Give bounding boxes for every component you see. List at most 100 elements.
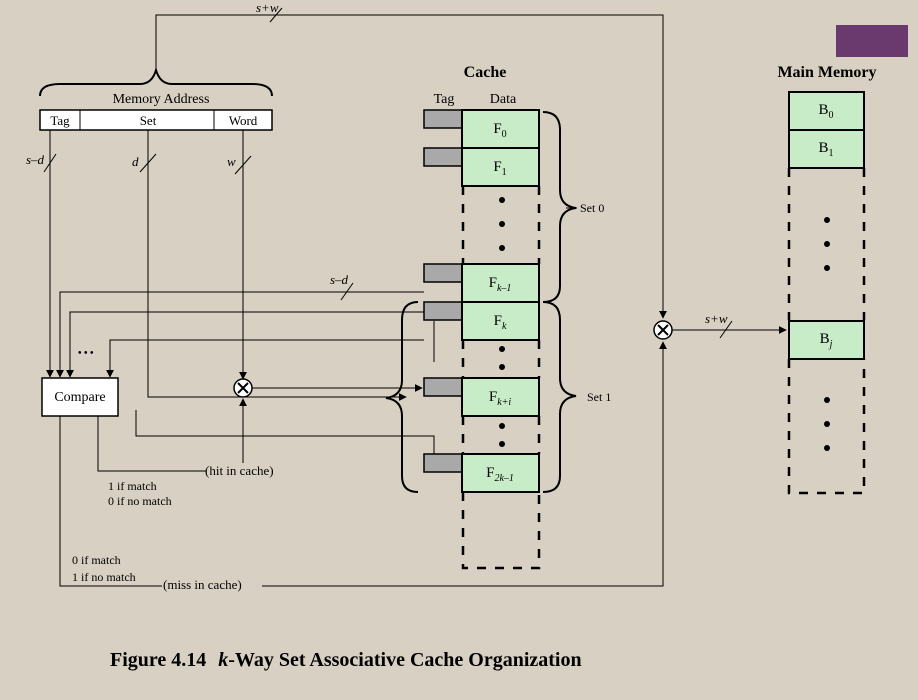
cache-dot-2: [499, 221, 505, 227]
cache-dot-1: [499, 197, 505, 203]
miss-label: (miss in cache): [163, 577, 242, 592]
cache-line-label-0-base: F: [493, 121, 501, 137]
cache-line-label-5: F2k–1: [486, 465, 514, 484]
cache-line-2: [461, 263, 540, 303]
cache-line-label-5-sub: 2k–1: [494, 473, 513, 484]
cache-line-0: [461, 109, 540, 149]
hit-path: [97, 416, 206, 472]
main-memory-title: Main Memory: [777, 64, 876, 81]
set0-label: Set 0: [580, 201, 604, 215]
top-bus-line: [155, 14, 667, 319]
miss-nomatch-label: 1 if no match: [72, 570, 136, 584]
cache-line-label-0-sub: 0: [502, 129, 507, 140]
memory-dash-bottom: [787, 359, 866, 495]
logo-block: [836, 25, 908, 57]
word-width-label: w: [227, 154, 236, 169]
memory-block-label-1-base: B: [818, 140, 828, 156]
miss-path: [59, 341, 667, 587]
cache-title: Cache: [464, 64, 507, 81]
cache-dot-5: [499, 364, 505, 370]
miss-label-bg: [162, 577, 262, 593]
memory-block-label-1: B1: [818, 140, 833, 159]
memory-dot-5: [824, 421, 830, 427]
memory-bus-slash: [719, 320, 733, 339]
tag-compare-line-1: [56, 291, 424, 378]
memory-dot-3: [824, 265, 830, 271]
cache-line-label-3-sub: k: [502, 321, 507, 332]
tag-field: Tag: [50, 113, 70, 128]
memory-block-0: [788, 91, 865, 131]
cache-line-label-4-sub: k+i: [497, 397, 511, 408]
hit-match-label: 1 if match: [108, 479, 157, 493]
compare-dots: • • •: [78, 348, 94, 359]
set-line: [147, 130, 407, 401]
memory-block-label-1-sub: 1: [829, 148, 834, 159]
cache-line-label-3: Fk: [494, 313, 507, 332]
cache-tag-1: [423, 147, 463, 167]
cache-line-label-0: F0: [493, 121, 506, 140]
cache-line-label-2-base: F: [489, 275, 497, 291]
memory-block-1: [788, 129, 865, 169]
caption-rest: -Way Set Associative Cache Organization: [228, 649, 581, 671]
cache-tag-0: [423, 109, 463, 129]
memory-block-2: [788, 320, 865, 360]
memory-bus-label: s+w: [705, 311, 728, 326]
tag-compare-line-2: [66, 311, 424, 378]
memory-dot-1: [824, 217, 830, 223]
caption-number: Figure 4.14: [110, 649, 206, 671]
word-slash: [234, 155, 252, 175]
memory-dot-4: [824, 397, 830, 403]
memory-dot-6: [824, 445, 830, 451]
cache-line-label-3-base: F: [494, 313, 502, 329]
cache-line-label-1-sub: 1: [502, 167, 507, 178]
compare-label: Compare: [54, 390, 105, 405]
cache-line-4: [461, 377, 540, 417]
address-brace: [39, 66, 273, 97]
cache-tag-2: [423, 263, 463, 283]
compare-line-ki: [106, 339, 424, 378]
cache-line-label-1-base: F: [493, 159, 501, 175]
set1-label: Set 1: [587, 390, 611, 404]
word-field: Word: [229, 113, 258, 128]
memory-block-label-2-sub: j: [828, 339, 833, 350]
cache-dot-4: [499, 346, 505, 352]
cache-dash-bottom: [461, 492, 541, 570]
set1-brace: [542, 301, 577, 493]
memory-dot-2: [824, 241, 830, 247]
cache-tag-5: [423, 453, 463, 473]
cache-tag-4: [423, 377, 463, 397]
memory-block-label-2-base: B: [820, 331, 830, 347]
memory-block-label-2: Bj: [820, 331, 833, 350]
set-field: Set: [140, 113, 157, 128]
cache-dot-3: [499, 245, 505, 251]
cache-dot-7: [499, 441, 505, 447]
cache-line-label-1: F1: [493, 159, 506, 178]
memory-mux-x: [657, 324, 669, 336]
tag-width-label: s–d: [26, 152, 45, 167]
hit-nomatch-label: 0 if no match: [108, 494, 172, 508]
set-width-label: d: [132, 154, 139, 169]
miss-match-label: 0 if match: [72, 553, 121, 567]
cache-data-header: Data: [490, 92, 517, 107]
cache-line-3: [461, 301, 540, 341]
compare-line-2k: [135, 410, 435, 454]
cache-tag-header: Tag: [434, 92, 455, 107]
set-slash: [139, 153, 157, 173]
memory-block-label-0-base: B: [818, 102, 828, 118]
compare-tag-width-label: s–d: [330, 272, 349, 287]
cache-line-label-2: Fk–1: [489, 275, 512, 294]
cache-line-5: [461, 453, 540, 493]
set-mux-x: [237, 382, 249, 394]
cache-line-label-4: Fk+i: [489, 389, 512, 408]
cache-line-label-5-base: F: [486, 465, 494, 481]
tag-compare-slash: [340, 282, 354, 301]
memory-block-label-0: B0: [818, 102, 833, 121]
cache-line-label-4-base: F: [489, 389, 497, 405]
hit-label: (hit in cache): [205, 463, 274, 478]
cache-dot-6: [499, 423, 505, 429]
cache-line-label-2-sub: k–1: [497, 283, 511, 294]
